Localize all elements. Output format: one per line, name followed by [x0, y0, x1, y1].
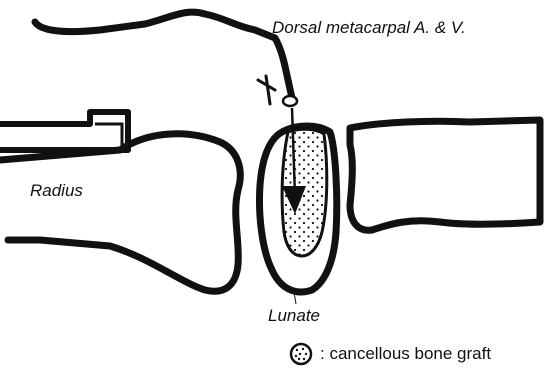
vessel-label: Dorsal metacarpal A. & V.	[272, 18, 466, 38]
legend: : cancellous bone graft	[288, 342, 491, 366]
dotted-graft-swatch-icon	[288, 342, 314, 366]
metacarpal-stub-inner	[95, 124, 122, 146]
radius-label: Radius	[30, 181, 83, 201]
pedicle-end	[283, 96, 297, 106]
legend-text: : cancellous bone graft	[320, 344, 491, 364]
radius-bone	[0, 134, 240, 291]
pedicle-ligature	[258, 76, 275, 104]
lunate-label: Lunate	[268, 306, 320, 326]
metacarpal-stub	[0, 112, 128, 150]
carpal-bone	[350, 120, 540, 230]
vessel-pedicle	[35, 12, 292, 98]
